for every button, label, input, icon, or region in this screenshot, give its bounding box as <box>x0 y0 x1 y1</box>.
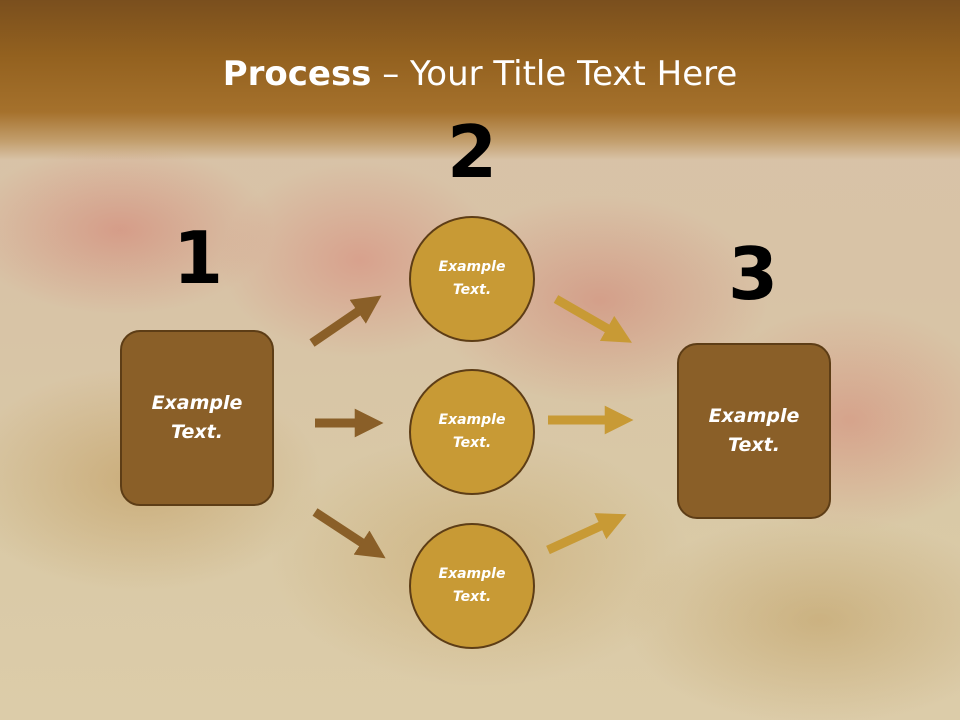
step-2-bottom-label: Example Text. <box>438 566 506 605</box>
header-band <box>0 0 960 160</box>
arrow-1-to-top <box>309 295 382 347</box>
step-number-3: 3 <box>727 232 779 316</box>
step-2-circle-bottom[interactable]: Example Text. <box>409 523 535 649</box>
arrow-top-to-3 <box>553 295 632 343</box>
slide-title: Process – Your Title Text Here <box>0 52 960 96</box>
title-bold: Process <box>222 54 372 94</box>
title-rest: – Your Title Text Here <box>371 54 738 94</box>
step-2-circle-top[interactable]: Example Text. <box>409 216 535 342</box>
step-number-1: 1 <box>172 216 224 300</box>
step-2-middle-label: Example Text. <box>438 412 506 451</box>
arrow-1-to-bottom <box>312 508 386 559</box>
step-1-label: Example Text. <box>151 392 243 443</box>
step-3-label: Example Text. <box>708 405 800 456</box>
step-3-box[interactable]: Example Text. <box>677 343 831 519</box>
step-1-box[interactable]: Example Text. <box>120 330 274 506</box>
step-2-circle-middle[interactable]: Example Text. <box>409 369 535 495</box>
step-2-top-label: Example Text. <box>438 259 506 298</box>
step-number-2: 2 <box>446 110 498 194</box>
arrow-bottom-to-3 <box>546 513 627 555</box>
